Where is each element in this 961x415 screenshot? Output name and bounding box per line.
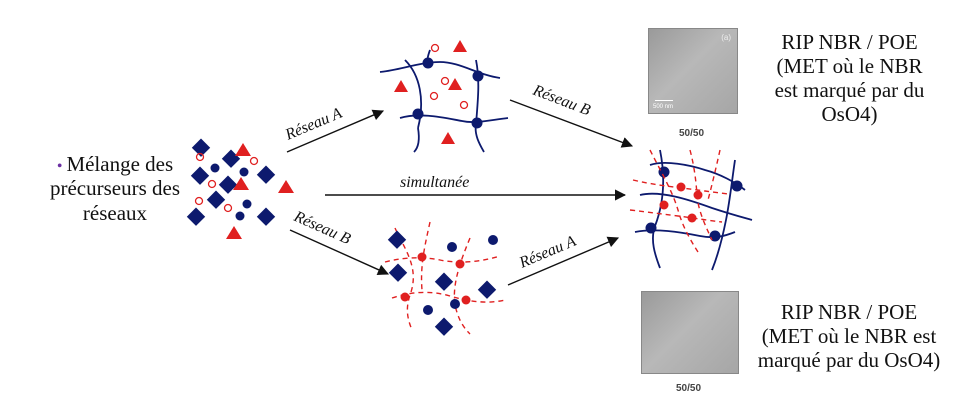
diamond-precursor-a <box>206 190 226 209</box>
ring-precursor-b <box>249 156 259 166</box>
ring-precursor-b <box>223 203 233 213</box>
intro-line-3: réseaux <box>82 200 148 225</box>
triangle-precursor-b <box>278 180 294 193</box>
intro-line-1: Mélange des <box>66 152 174 176</box>
triangle-precursor-b <box>233 177 249 190</box>
arrow-network-b-second <box>509 99 634 148</box>
dot-precursor-a <box>242 199 252 209</box>
composition-ratio-top: 50/50 <box>679 128 705 139</box>
caption-bottom-line-3: marqué par du OsO4) <box>757 348 941 373</box>
diamond-precursor-a <box>191 138 211 157</box>
label-bottom-second: Réseau A <box>516 233 579 272</box>
scale-bar-label: 500 nm <box>653 104 674 110</box>
triangle-precursor-b <box>235 143 251 156</box>
label-top-first: Réseau A <box>282 105 345 144</box>
caption-top: RIP NBR / POE (MET où le NBR est marqué … <box>742 30 957 127</box>
arrow-network-a-first <box>286 109 385 153</box>
caption-bottom-line-2: (MET où le NBR est <box>761 324 937 349</box>
diamond-precursor-a <box>256 165 276 184</box>
tem-micrograph-bottom <box>641 291 739 374</box>
scale-bar <box>655 100 673 101</box>
arrow-network-b-first <box>289 229 390 275</box>
caption-bottom: RIP NBR / POE (MET où le NBR est marqué … <box>738 300 960 372</box>
caption-bottom-line-1: RIP NBR / POE <box>780 300 918 324</box>
label-bottom-first: Réseau B <box>290 208 353 248</box>
ring-precursor-b <box>207 179 217 189</box>
label-simultaneous: simultanée <box>400 174 469 191</box>
micrograph-panel-tag: (a) <box>721 33 731 42</box>
intro-line-2: précurseurs des <box>49 176 181 201</box>
dot-precursor-a <box>235 211 245 221</box>
precursor-mixture <box>186 138 294 239</box>
triangle-precursor-b <box>226 226 242 239</box>
network-a-intermediate <box>379 40 509 153</box>
ring-precursor-b <box>194 196 204 206</box>
network-b-intermediate <box>384 221 506 336</box>
diamond-precursor-a <box>221 149 241 168</box>
mixture-description: •Mélange des précurseurs des réseaux <box>40 152 190 225</box>
bullet-icon: • <box>56 158 63 175</box>
diamond-precursor-a <box>186 207 206 226</box>
caption-top-line-3: est marqué par du <box>774 78 925 103</box>
final-ipn-network <box>629 149 753 271</box>
diamond-precursor-a <box>218 175 238 194</box>
composition-ratio-bottom: 50/50 <box>676 383 702 394</box>
caption-top-line-2: (MET où le NBR <box>776 54 923 79</box>
caption-top-line-1: RIP NBR / POE <box>781 30 918 54</box>
ring-precursor-b <box>195 152 205 162</box>
diamond-precursor-a <box>256 207 276 226</box>
diamond-precursor-a <box>190 166 210 185</box>
tem-micrograph-top: (a) 500 nm <box>648 28 738 114</box>
caption-top-line-4: OsO4) <box>821 102 878 127</box>
dot-precursor-a <box>239 167 249 177</box>
arrow-network-a-second <box>507 236 620 286</box>
label-top-second: Réseau B <box>530 82 593 120</box>
dot-precursor-a <box>210 163 220 173</box>
